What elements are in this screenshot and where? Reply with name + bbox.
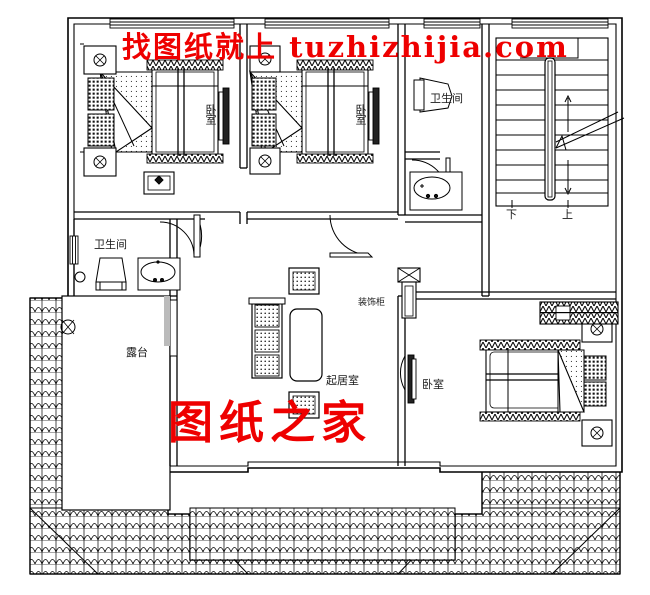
room-label-display-cabinet: 装饰柜: [358, 298, 386, 308]
bedroom-1-furniture: [83, 45, 224, 195]
stair-direction-down-label: 下: [506, 208, 517, 221]
top-window-band: [109, 18, 609, 29]
room-label-bathroom-2: 卫生间: [94, 238, 127, 251]
interior-partition-walls: [73, 24, 616, 466]
room-label-living-room: 起居室: [326, 374, 359, 387]
window-openings: [69, 87, 417, 404]
bedroom-2-furniture: [249, 45, 374, 175]
tick-marks: [80, 43, 84, 153]
bedroom-3-furniture: [479, 301, 619, 447]
stair-direction-up-label: 上: [562, 208, 573, 221]
bathroom-2-fixtures: [74, 257, 181, 291]
staircase: [495, 37, 625, 208]
room-label-terrace: 露台: [126, 346, 148, 359]
terrace-details: [60, 296, 170, 346]
room-label-bathroom-1: 卫生间: [430, 92, 463, 105]
living-room-furniture: [248, 267, 421, 419]
room-label-bedroom-3: 卧室: [422, 378, 444, 391]
bathroom-1-fixtures: [409, 77, 463, 211]
room-label-bedroom-1: 卧室: [204, 104, 217, 124]
room-label-bedroom-2: 卧室: [354, 104, 367, 124]
